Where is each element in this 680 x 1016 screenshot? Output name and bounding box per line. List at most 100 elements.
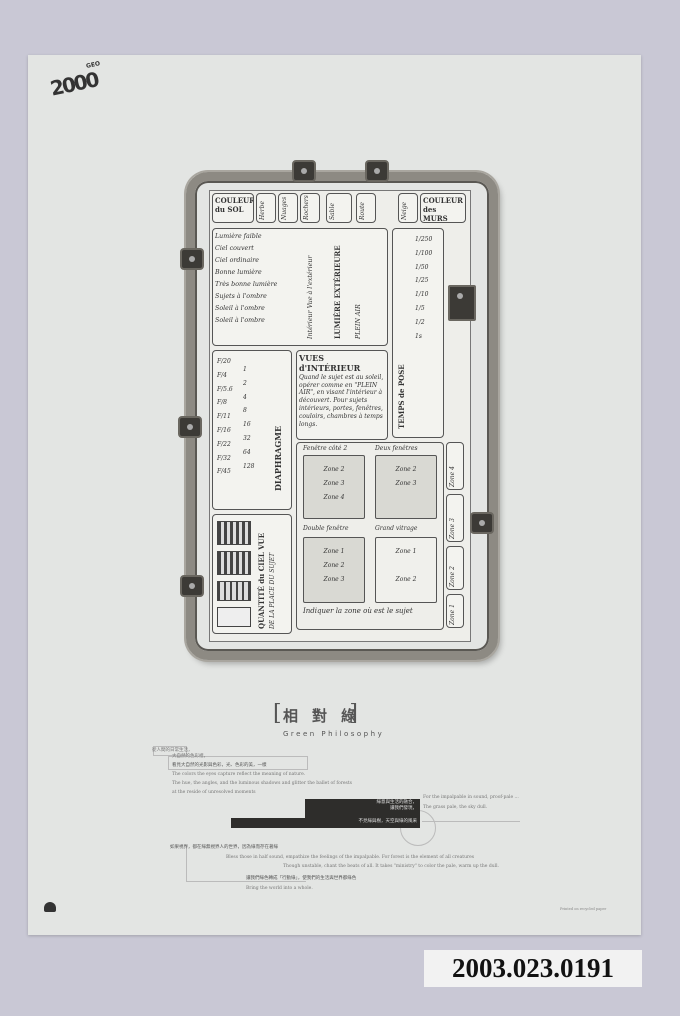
zone-diagram: Zone 1 Zone 2 xyxy=(375,537,437,603)
panel-couleur-sol: COULEUR du SOL xyxy=(212,193,254,223)
text-line: Bless those in half sound, empathize the… xyxy=(226,855,475,860)
dark-text-block: 不見綠與樹，天空與綠的風采 xyxy=(231,818,420,828)
panel-diaphragme: F/20 F/4 F/5.6 F/8 F/11 F/16 F/22 F/32 F… xyxy=(212,350,292,510)
zone-label: Zone 1 xyxy=(323,548,345,555)
stop: F/45 xyxy=(217,468,231,476)
panel-temps-de-pose: TEMPS de POSE 1/250 1/100 1/50 1/25 1/10… xyxy=(392,228,444,438)
vues-title: VUES d'INTÉRIEUR xyxy=(299,353,361,374)
zone-label: Zone 3 xyxy=(323,575,345,583)
panel-light-conditions: Lumière faible Ciel couvert Ciel ordinai… xyxy=(212,228,388,346)
stop-value: 16 xyxy=(243,421,251,429)
pose-value: 1/10 xyxy=(415,291,429,299)
stop-value: 8 xyxy=(243,407,247,415)
light-row: Bonne lumière xyxy=(215,268,262,276)
light-middle: Intérieur Vue à l'extérieur xyxy=(307,255,314,339)
stop-value: 4 xyxy=(243,393,247,401)
light-row: Lumière faible xyxy=(215,233,262,240)
pose-value: 1/25 xyxy=(415,277,429,285)
light-exterior-title: LUMIÈRE EXTÉRIEURE xyxy=(333,245,342,339)
text-line: at the reside of unresolved moments xyxy=(172,790,256,795)
side-tab: Zone 3 xyxy=(446,494,464,542)
clip-icon xyxy=(365,160,389,182)
sky-grid-icon xyxy=(217,551,251,575)
dark-text-line: 讓我們發現， xyxy=(390,806,417,812)
publisher-mark-icon xyxy=(44,902,56,912)
top-cell: Nuages xyxy=(278,193,298,223)
pose-value: 1/100 xyxy=(415,249,433,257)
vues-text: Quand le sujet est au soleil, opérer com… xyxy=(299,373,384,428)
text-line: The hue, the angles, and the luminous sh… xyxy=(172,781,352,786)
temps-pose-title: TEMPS de POSE xyxy=(397,364,406,429)
top-cell-label: Herbe xyxy=(259,200,266,220)
stop: F/20 xyxy=(217,358,231,365)
pose-value: 1/5 xyxy=(415,304,425,312)
text-frame xyxy=(186,846,306,882)
poster-subtitle: Green Philosophy xyxy=(283,730,385,738)
stop-values: 1 2 4 8 16 32 64 128 xyxy=(243,363,254,473)
pose-value: 1/250 xyxy=(415,236,433,243)
clip-icon xyxy=(180,248,204,270)
light-row: Sujets à l'ombre xyxy=(215,292,267,300)
couleur-sol-label: COULEUR du SOL xyxy=(215,196,254,215)
quantite-subtitle: DE LA PLACE DU SUJET xyxy=(269,552,276,629)
zone-label: Zone 2 xyxy=(323,561,345,569)
top-cell-label: Nuages xyxy=(281,196,288,220)
zone-instruction: Indiquer la zone où est le sujet xyxy=(303,607,413,615)
pose-value: 1/50 xyxy=(415,263,429,271)
text-line: The colors the eyes capture reflect the … xyxy=(172,772,306,777)
couleur-murs-label: COULEUR des MURS xyxy=(423,196,463,223)
zone-label: Zone 3 xyxy=(323,479,345,487)
side-tab-label: Zone 1 xyxy=(449,604,456,625)
text-frame xyxy=(168,756,308,770)
text-line: 看見大自然的光影與色彩，光、色彩的美，一樣 xyxy=(172,763,267,768)
top-cell-label: Rochers xyxy=(303,195,310,220)
text-line: For the impalpable in sound, proof-pale … xyxy=(423,795,519,800)
light-row: Ciel ordinaire xyxy=(215,256,259,264)
clip-icon xyxy=(292,160,316,182)
stop: F/4 xyxy=(217,371,228,379)
plein-air-label: PLEIN AIR xyxy=(355,304,362,339)
diaphragme-title: DIAPHRAGME xyxy=(273,425,283,491)
slider-clip-icon xyxy=(448,285,476,321)
clip-icon xyxy=(470,512,494,534)
zone-caption: Grand vitrage xyxy=(375,525,418,532)
catalog-number-label: 2003.023.0191 xyxy=(424,950,642,987)
stop-value: 32 xyxy=(243,434,251,442)
divider xyxy=(422,792,520,822)
text-line: 從人間的日常生活， xyxy=(152,748,193,753)
zone-label: Zone 1 xyxy=(395,548,417,555)
zone-label: Zone 4 xyxy=(323,493,345,501)
top-cell: Neige xyxy=(398,193,418,223)
sky-grid-icon xyxy=(217,581,251,601)
top-cell: Route xyxy=(356,193,376,223)
zone-label: Zone 2 xyxy=(395,575,417,583)
pose-value: 1/2 xyxy=(415,318,425,326)
text-line: Bring the world into a whole. xyxy=(246,886,313,891)
poster-title: 相對綠 xyxy=(273,701,372,726)
text-line: Though unstable, chant the beats of all.… xyxy=(283,864,499,869)
top-cell-label: Sable xyxy=(329,203,336,220)
zone-caption: Deux fenêtres xyxy=(375,445,418,452)
side-tab: Zone 1 xyxy=(446,594,464,628)
panel-couleur-murs: COULEUR des MURS xyxy=(420,193,466,223)
stop: F/16 xyxy=(217,426,231,434)
panel-vues-interieur: VUES d'INTÉRIEUR Quand le sujet est au s… xyxy=(296,350,388,440)
top-cell-label: Neige xyxy=(401,201,408,220)
stops: F/20 F/4 F/5.6 F/8 F/11 F/16 F/22 F/32 F… xyxy=(217,355,233,479)
side-tab-label: Zone 2 xyxy=(449,566,456,587)
zone-label: Zone 3 xyxy=(395,479,417,487)
pose-values: 1/250 1/100 1/50 1/25 1/10 1/5 1/2 1s xyxy=(415,233,432,343)
stop-value: 1 xyxy=(243,366,247,373)
quantite-title: QUANTITÉ du CIEL VUE xyxy=(257,532,266,629)
text-line: 大自然的色彩裡， xyxy=(172,754,208,759)
stop: F/11 xyxy=(217,413,231,421)
side-tab: Zone 4 xyxy=(446,442,464,490)
sky-grid-icon xyxy=(217,607,251,627)
dark-text-line: 綠意與生活的融合， xyxy=(376,800,418,805)
text-frame xyxy=(153,746,187,756)
clip-icon xyxy=(180,575,204,597)
side-tab: Zone 2 xyxy=(446,546,464,590)
top-cell: Sable xyxy=(326,193,352,223)
